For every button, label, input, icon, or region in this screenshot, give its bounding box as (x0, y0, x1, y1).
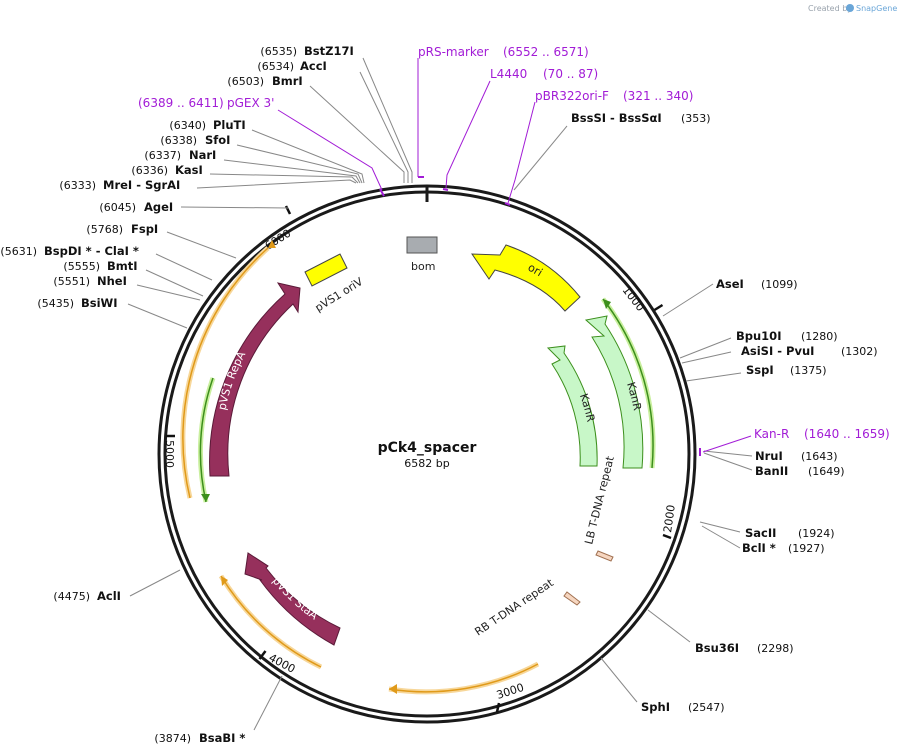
feature-ori-label: ori (526, 261, 545, 279)
primer-range: (6552 .. 6571) (503, 45, 589, 59)
enzyme-num: (1375) (790, 364, 827, 377)
enzyme-num: (3874) (154, 732, 191, 745)
primer-name: pBR322ori-F (535, 89, 609, 103)
plasmid-name: pCk4_spacer (378, 440, 477, 456)
enzyme-num: (2298) (757, 642, 794, 655)
credit-prefix: Created by (808, 4, 852, 13)
enzyme-name: SacII (745, 526, 776, 540)
enzyme-labels-right: BssSI - BssSαI (353) AseI (1099) Bpu10I … (571, 111, 878, 714)
svg-text:ori: ori (526, 261, 545, 279)
enzyme-name: SphI (641, 700, 670, 714)
feature-lb-repeat-label: LB T-DNA repeat (582, 454, 617, 546)
enzyme-num: (6534) (257, 60, 294, 73)
backbone (157, 184, 697, 724)
enzyme-name: NarI (189, 148, 216, 162)
feature-pvs1-repa[interactable] (209, 282, 301, 477)
plasmid-length: 6582 bp (404, 457, 449, 470)
enzyme-name: BspDI * - ClaI * (44, 244, 139, 258)
enzyme-name: Bpu10I (736, 329, 781, 343)
enzyme-name: BmrI (272, 74, 303, 88)
enzyme-num: (6333) (59, 179, 96, 192)
enzyme-name: AseI (716, 277, 744, 291)
tick-label-1000: 1000 (620, 284, 647, 314)
feature-rb-repeat-label: RB T-DNA repeat (472, 576, 556, 639)
enzyme-num: (2547) (688, 701, 725, 714)
enzyme-name: AgeI (144, 200, 173, 214)
enzyme-labels-left: (6535) BstZ17I (6534) AccI (6503) BmrI (… (0, 44, 353, 745)
snapgene-credit: Created by SnapGene (808, 4, 897, 13)
primer-range: (6389 .. 6411) (138, 96, 224, 110)
feature-pvs1-staa[interactable] (244, 552, 341, 646)
enzyme-num: (5555) (63, 260, 100, 273)
enzyme-num: (1302) (841, 345, 878, 358)
enzyme-name: FspI (131, 222, 158, 236)
feature-kanr-inner[interactable] (546, 345, 598, 467)
enzyme-name: KasI (175, 163, 203, 177)
marker-arcs (180, 240, 656, 695)
enzyme-num: (5631) (0, 245, 37, 258)
enzyme-name: NheI (97, 274, 127, 288)
enzyme-num: (6336) (131, 164, 168, 177)
enzyme-name: BanII (755, 464, 788, 478)
enzyme-num: (1649) (808, 465, 845, 478)
feature-kanr-outer[interactable] (584, 315, 644, 469)
enzyme-name: BssSI - BssSαI (571, 111, 662, 125)
enzyme-name: BstZ17I (304, 44, 354, 58)
enzyme-num: (6045) (99, 201, 136, 214)
enzyme-num: (1643) (801, 450, 838, 463)
feature-ori[interactable] (471, 244, 581, 312)
primer-range: (321 .. 340) (623, 89, 693, 103)
enzyme-name: SspI (746, 363, 774, 377)
feature-pvs1-oriv[interactable] (304, 253, 348, 287)
feature-bom[interactable] (406, 236, 438, 254)
primer-ticks (379, 176, 701, 456)
enzyme-num: (1924) (798, 527, 835, 540)
enzyme-name: AsiSI - PvuI (741, 344, 814, 358)
primer-name: pGEX 3' (227, 96, 274, 110)
snapgene-logo-icon (846, 4, 854, 12)
enzyme-name: BsiWI (81, 296, 118, 310)
enzyme-num: (1280) (801, 330, 838, 343)
enzyme-name: AccI (300, 59, 327, 73)
enzyme-name: BclI * (742, 541, 776, 555)
credit-brand: SnapGene (856, 4, 897, 13)
feature-lb-repeat[interactable] (595, 550, 614, 562)
enzyme-num: (5435) (37, 297, 74, 310)
tick-label-5000: 5000 (163, 440, 176, 468)
enzyme-num: (5551) (53, 275, 90, 288)
primer-labels: pRS-marker (6552 .. 6571) L4440 (70 .. 8… (138, 45, 890, 441)
enzyme-name: PluTI (213, 118, 246, 132)
enzyme-name: AclI (97, 589, 121, 603)
enzyme-name: BmtI (107, 259, 138, 273)
primer-name: L4440 (490, 67, 527, 81)
primer-leader-lines (277, 58, 752, 453)
enzyme-num: (1927) (788, 542, 825, 555)
primer-range: (70 .. 87) (543, 67, 598, 81)
enzyme-name: SfoI (205, 133, 230, 147)
primer-name: pRS-marker (418, 45, 489, 59)
leader-lines (127, 57, 753, 731)
tick-label-2000: 2000 (661, 504, 678, 534)
enzyme-name: NruI (755, 449, 783, 463)
primer-name: Kan-R (754, 427, 789, 441)
enzyme-num: (5768) (86, 223, 123, 236)
enzyme-num: (6337) (144, 149, 181, 162)
enzyme-num: (6535) (260, 45, 297, 58)
enzyme-num: (6503) (227, 75, 264, 88)
enzyme-num: (4475) (53, 590, 90, 603)
enzyme-name: BsaBI * (199, 731, 245, 745)
enzyme-num: (6340) (169, 119, 206, 132)
primer-range: (1640 .. 1659) (804, 427, 890, 441)
feature-bom-label: bom (411, 260, 435, 273)
feature-rb-repeat[interactable] (563, 591, 581, 606)
enzyme-num: (6338) (160, 134, 197, 147)
enzyme-num: (353) (681, 112, 711, 125)
enzyme-num: (1099) (761, 278, 798, 291)
enzyme-name: Bsu36I (695, 641, 739, 655)
enzyme-name: MreI - SgrAI (103, 178, 180, 192)
